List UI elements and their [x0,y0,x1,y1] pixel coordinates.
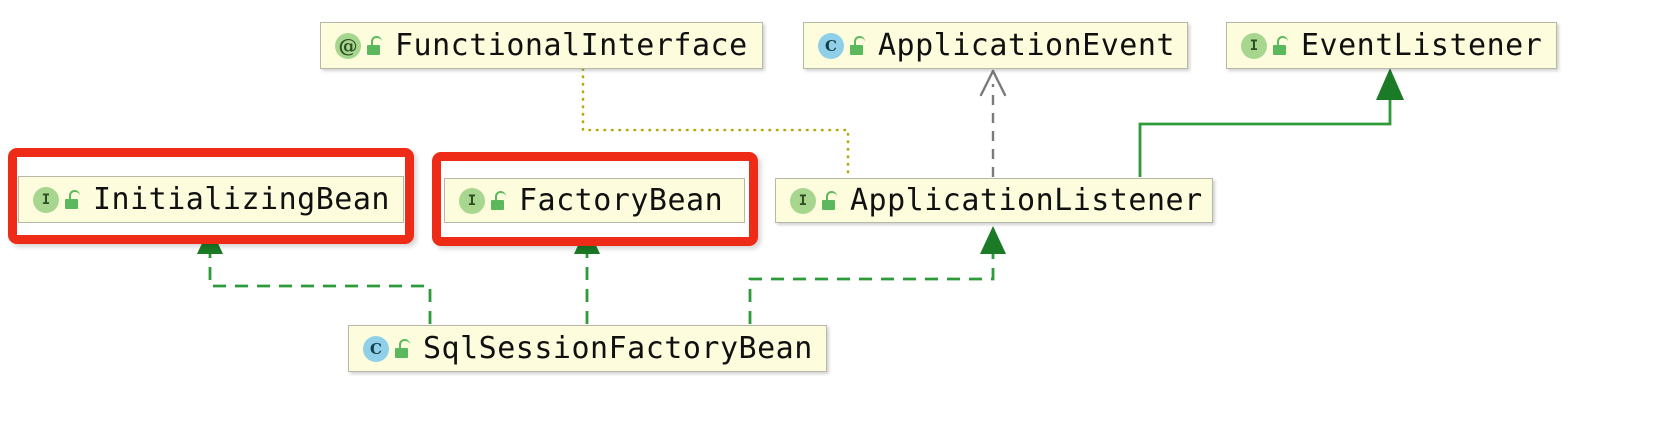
arrowhead-filled-eventlistener [1376,68,1404,100]
public-lock-icon [365,35,383,57]
node-sql-session-factory-bean[interactable]: C SqlSessionFactoryBean [348,325,827,372]
node-label: ApplicationListener [850,182,1203,218]
edge-applicationlistener-to-eventlistener [1138,92,1392,177]
interface-icon: I [33,186,59,213]
arrowhead-filled-applicationlistener [980,226,1006,254]
public-lock-icon [848,35,866,57]
class-icon: C [363,335,389,362]
public-lock-icon [820,190,838,212]
node-label: FactoryBean [519,182,724,218]
public-lock-icon [63,189,81,211]
arrowhead-open-applicationevent [979,69,1007,97]
annotation-icon: @ [335,32,361,59]
node-label: SqlSessionFactoryBean [423,330,813,366]
interface-icon: I [790,187,816,214]
public-lock-icon [393,338,411,360]
node-label: EventListener [1301,27,1543,63]
edge-sqlsessionfactorybean-to-applicationlistener [748,253,995,324]
public-lock-icon [489,190,507,212]
node-factory-bean[interactable]: I FactoryBean [444,178,745,223]
node-event-listener[interactable]: I EventListener [1226,22,1557,69]
node-label: ApplicationEvent [878,27,1175,63]
node-label: FunctionalInterface [395,27,748,63]
node-application-listener[interactable]: I ApplicationListener [775,178,1213,223]
node-application-event[interactable]: C ApplicationEvent [803,22,1188,69]
interface-icon: I [459,187,485,214]
node-initializing-bean[interactable]: I InitializingBean [18,176,404,223]
edge-sqlsessionfactorybean-to-initializingbean [208,253,432,324]
interface-icon: I [1241,32,1267,59]
node-functional-interface[interactable]: @ FunctionalInterface [320,22,763,69]
node-label: InitializingBean [93,181,390,217]
public-lock-icon [1271,35,1289,57]
class-icon: C [818,32,844,59]
